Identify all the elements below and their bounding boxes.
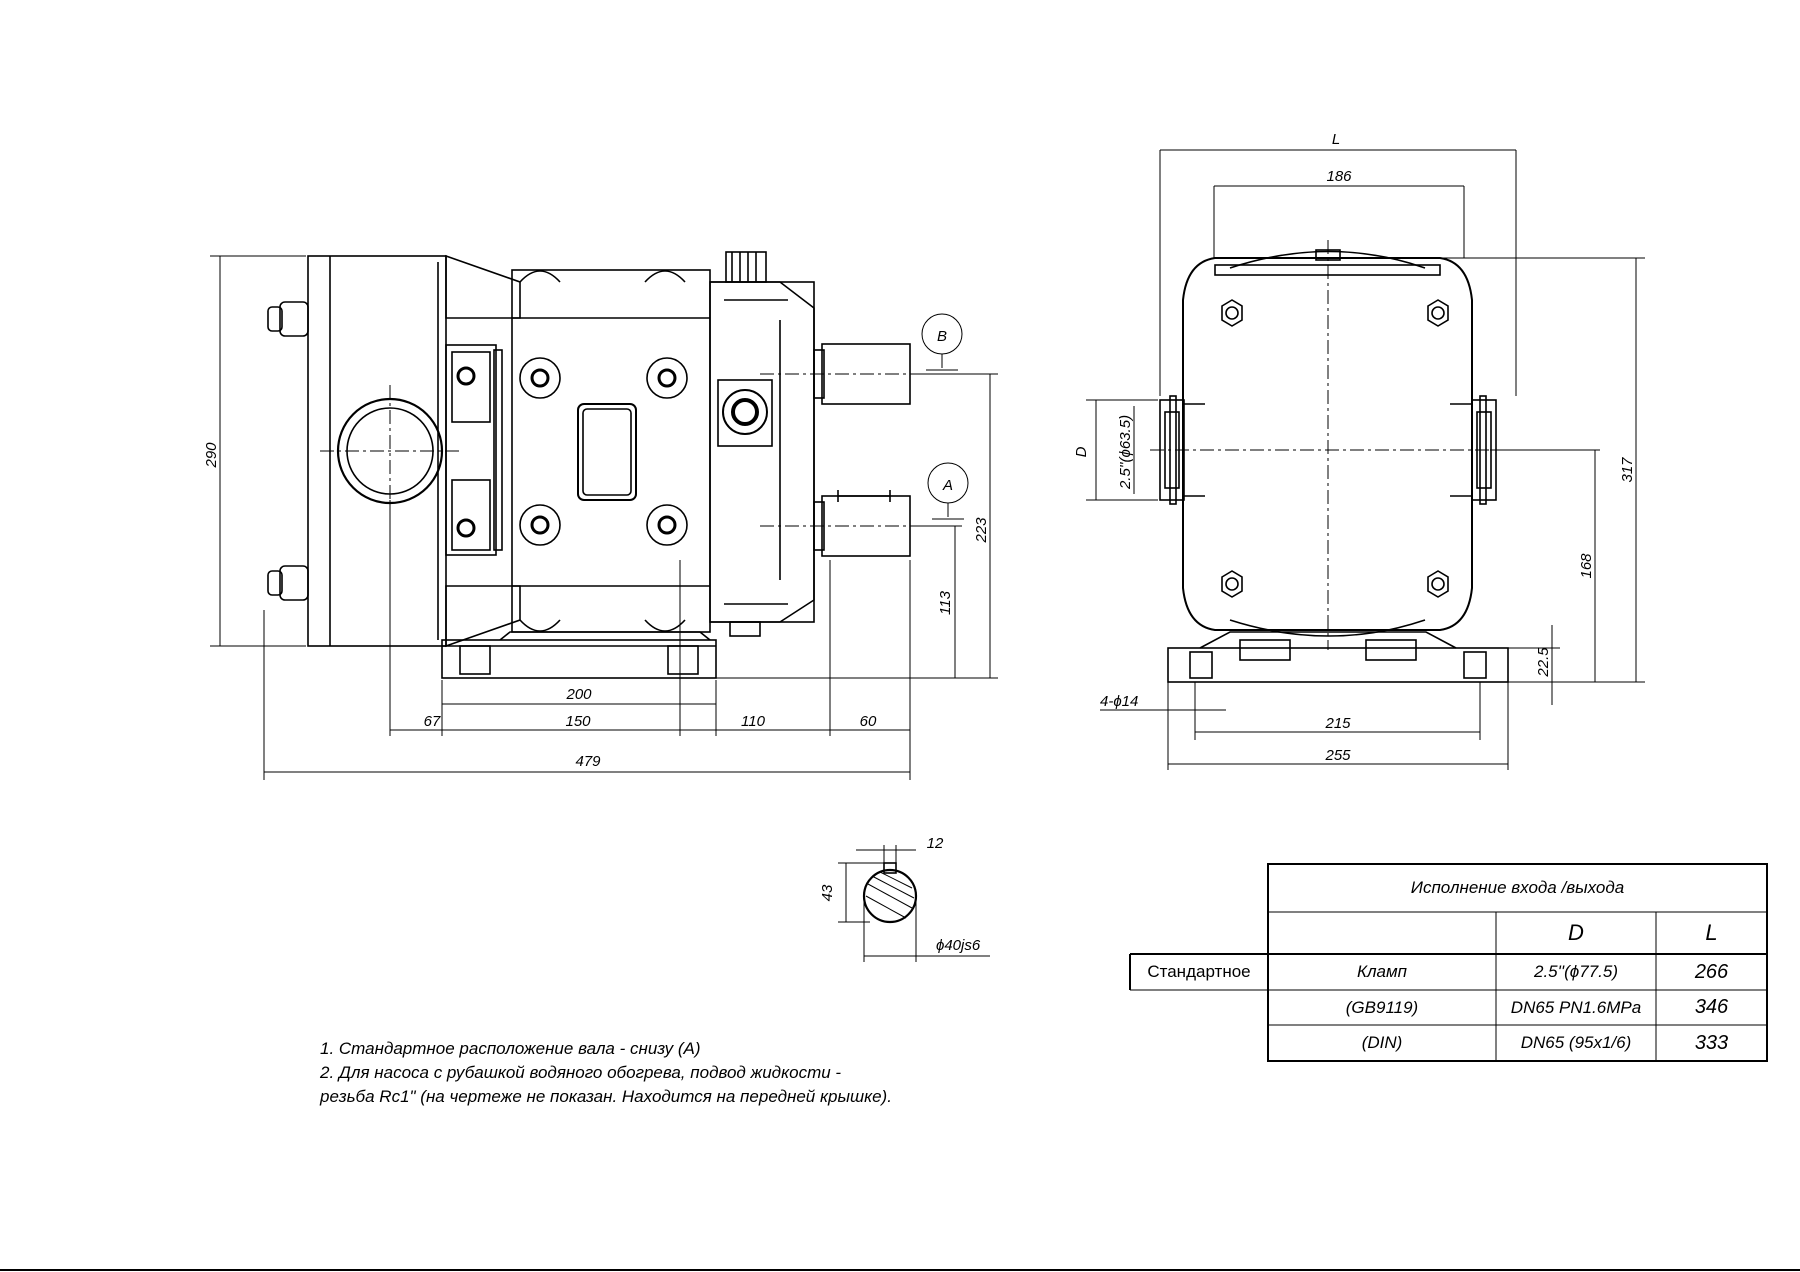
pump-side-view [267,251,998,679]
dim-22-5: 22.5 [1535,647,1552,678]
hex-bolt [1427,570,1449,598]
note-line: 2. Для насоса с рубашкой водяного обогре… [320,1063,842,1082]
spec-table [1129,863,1768,1062]
pump-body-front [1182,257,1473,631]
front-dimensions [1086,149,1645,770]
hex-bolt [1221,299,1243,327]
drawing-notes: 1. Стандартное расположение вала - снизу… [320,1037,960,1109]
dim-290: 290 [203,442,220,469]
marker-b-label: B [937,328,947,345]
table-row-d: 2.5''(ϕ77.5) [1534,962,1618,981]
oil-sight-glass [722,389,768,435]
note-line: резьба Rc1" (на чертеже не показан. Нахо… [320,1087,892,1106]
body-bolt [519,357,561,399]
table-header-l: L [1705,920,1718,945]
dim-port-diameter: 2.5''(ϕ63.5) [1117,415,1134,490]
pump-base [441,639,717,679]
hex-bolt [1427,299,1449,327]
dim-60: 60 [860,713,877,730]
body-bolt [646,504,688,546]
port-left [1159,399,1185,501]
body-bolt [646,357,688,399]
dim-186: 186 [1326,168,1352,185]
table-title: Исполнение входа /выхода [1410,878,1625,897]
table-row-l: 346 [1694,996,1729,1018]
dim-200: 200 [565,686,592,703]
dim-key-width: 12 [927,835,944,852]
hex-bolt [1221,570,1243,598]
table-row-type: (GB9119) [1345,997,1419,1017]
table-header-d: D [1568,920,1584,945]
dim-l: L [1332,131,1340,148]
dim-shaft-diameter: ϕ40js6 [936,937,981,954]
dim-223: 223 [973,517,990,544]
shaft-key [883,862,897,874]
table-row-type: (DIN) [1361,1033,1403,1052]
side-dimensions [210,255,998,780]
shaft-section [838,845,990,962]
dim-holes: 4-ϕ14 [1100,693,1138,710]
dim-317: 317 [1619,457,1636,483]
pump-front-view [1150,240,1510,683]
vent-plug [725,251,767,283]
dim-255: 255 [1324,747,1351,764]
table-row-l: 333 [1694,1031,1729,1054]
dim-113: 113 [937,590,954,615]
dim-110: 110 [741,713,766,730]
front-gear-cover [709,281,815,623]
seal-housing [445,344,497,556]
dim-150: 150 [565,713,591,730]
body-bolt [519,504,561,546]
dim-d: D [1073,446,1090,457]
nameplate [577,403,637,501]
dim-215: 215 [1324,715,1351,732]
marker-a-label: A [942,477,953,494]
front-base [1167,647,1509,683]
table-row-type: Кламп [1356,962,1408,981]
dim-479: 479 [575,753,601,770]
dim-67: 67 [424,713,441,730]
table-row-l: 266 [1694,960,1729,983]
table-row-d: DN65 (95x1/6) [1520,1033,1632,1052]
table-row-variant: Стандартное [1147,962,1251,981]
note-line: 1. Стандартное расположение вала - снизу… [320,1039,701,1058]
dim-key-height: 43 [819,884,836,901]
dim-168: 168 [1578,553,1595,579]
bolt-bottom [279,565,309,601]
shaft-cross-section [862,868,918,924]
table-row-d: DN65 PN1.6MPa [1510,997,1642,1017]
bolt-top [279,301,309,337]
